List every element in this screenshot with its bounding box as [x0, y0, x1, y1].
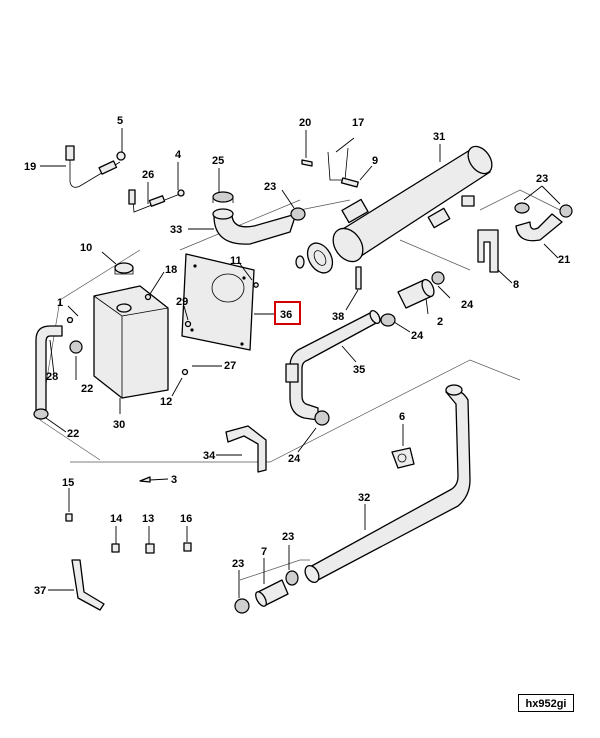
highlight-box — [274, 301, 301, 325]
callouts: 5 19 4 26 25 20 17 9 31 23 33 23 21 8 24… — [24, 115, 570, 597]
cooler-tube-31 — [332, 145, 493, 263]
small-fasteners — [65, 282, 259, 554]
callout-6: 6 — [399, 411, 405, 423]
pipe-35 — [285, 309, 381, 426]
elbow-21 — [514, 202, 573, 242]
callout-24b: 24 — [411, 330, 424, 342]
callout-9: 9 — [372, 155, 378, 167]
callout-23c: 23 — [282, 531, 294, 543]
callout-38: 38 — [332, 311, 344, 323]
callout-11: 11 — [230, 255, 242, 267]
bracket-8 — [477, 229, 499, 273]
callout-12: 12 — [160, 396, 172, 408]
long-pipe-32 — [304, 384, 471, 584]
callout-20: 20 — [299, 117, 311, 129]
callout-35: 35 — [353, 364, 365, 376]
highlighted-callout: 36 — [274, 301, 301, 325]
sleeve-2 — [380, 271, 445, 327]
callout-32: 32 — [358, 492, 370, 504]
callout-22a: 22 — [81, 383, 93, 395]
sensor-cable-part-2 — [128, 189, 185, 213]
callout-1: 1 — [57, 297, 63, 309]
callout-34: 34 — [203, 450, 216, 462]
callout-25: 25 — [212, 155, 224, 167]
reference-code-label: hx952gi — [518, 694, 574, 712]
callout-19: 19 — [24, 161, 36, 173]
callout-16: 16 — [180, 513, 192, 525]
callout-23b: 23 — [536, 173, 548, 185]
sleeve-7 — [234, 570, 299, 614]
valve-6 — [391, 447, 415, 469]
callout-26: 26 — [142, 169, 154, 181]
callout-28: 28 — [46, 371, 58, 383]
assembly-ghost-lines — [39, 189, 561, 581]
callout-30: 30 — [113, 419, 125, 431]
callout-8: 8 — [513, 279, 519, 291]
hose-28 — [33, 316, 83, 420]
callout-33: 33 — [170, 224, 182, 236]
coolant-tank-30 — [93, 262, 169, 399]
mount-hardware — [301, 147, 362, 290]
callout-21: 21 — [558, 254, 570, 266]
callout-13: 13 — [142, 513, 154, 525]
leader-lines — [40, 128, 561, 598]
hose-33 — [212, 191, 306, 245]
callout-10: 10 — [80, 242, 92, 254]
callout-18: 18 — [165, 264, 177, 276]
callout-37: 37 — [34, 585, 46, 597]
callout-14: 14 — [110, 513, 123, 525]
callout-24c: 24 — [288, 453, 301, 465]
callout-5: 5 — [117, 115, 123, 127]
callout-2: 2 — [437, 316, 443, 328]
callout-7: 7 — [261, 546, 267, 558]
callout-4: 4 — [175, 149, 182, 161]
mounting-panel-36 — [181, 253, 255, 351]
sensor-cable-part — [65, 145, 126, 188]
callout-27: 27 — [224, 360, 236, 372]
callout-15: 15 — [62, 477, 74, 489]
bracket-37 — [71, 559, 105, 611]
gaskets — [295, 242, 334, 274]
callout-24a: 24 — [461, 299, 474, 311]
callout-36: 36 — [280, 309, 292, 321]
callout-29: 29 — [176, 296, 188, 308]
callout-23a: 23 — [264, 181, 276, 193]
callout-31: 31 — [433, 131, 445, 143]
callout-3: 3 — [171, 474, 177, 486]
callout-22b: 22 — [67, 428, 79, 440]
callout-23d: 23 — [232, 558, 244, 570]
bracket-34 — [225, 425, 267, 473]
callout-17: 17 — [352, 117, 364, 129]
